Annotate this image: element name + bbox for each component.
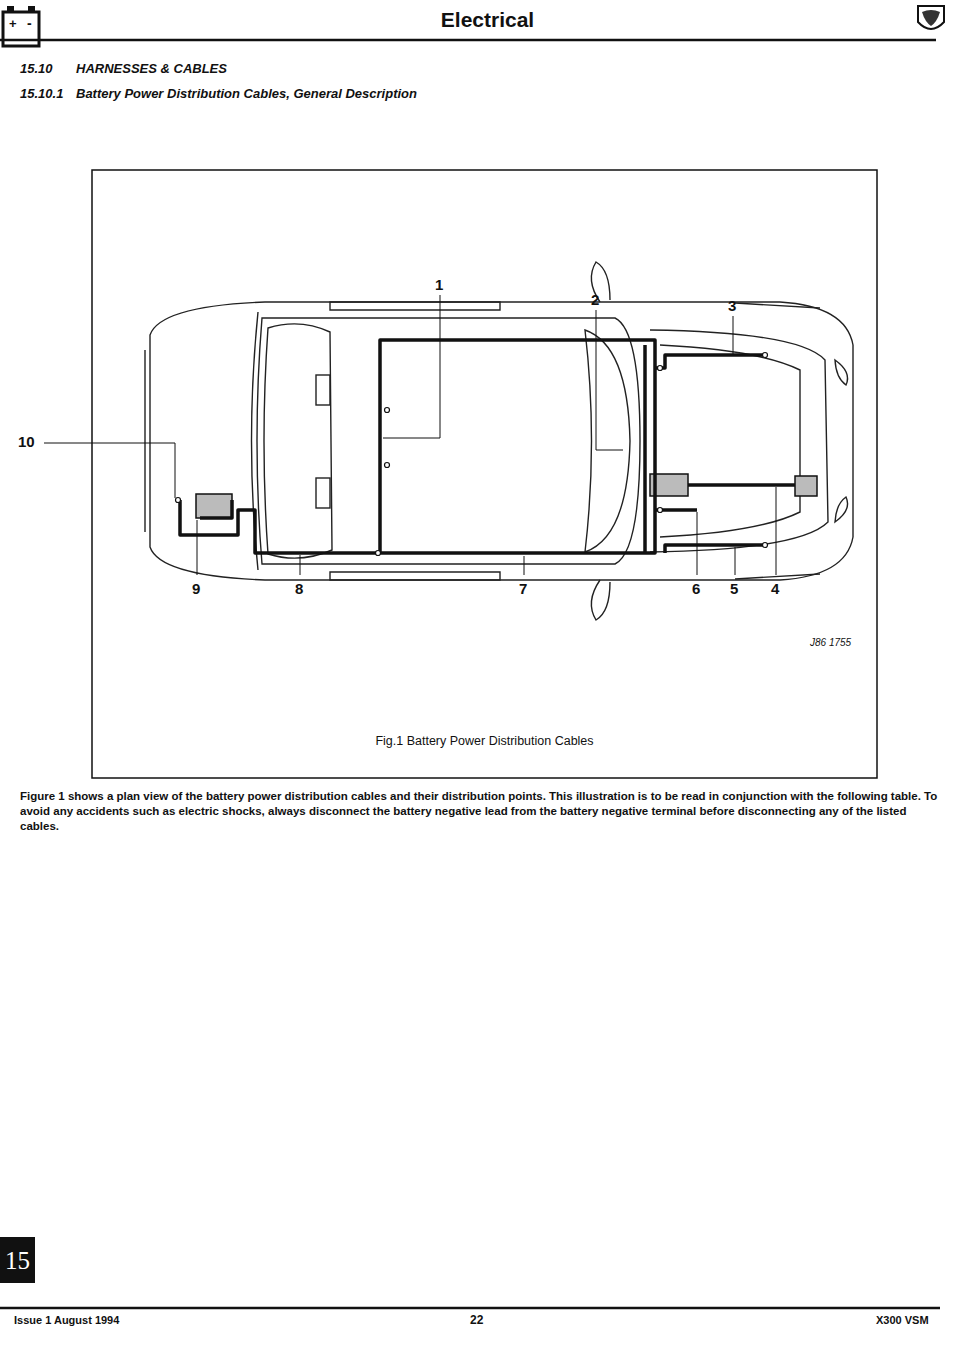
callout-number: 5 — [730, 580, 738, 597]
header-rule — [0, 39, 936, 42]
drawing-number: J86 1755 — [810, 637, 851, 649]
section-number: 15.10.1 — [20, 87, 63, 102]
body-paragraph: Figure 1 shows a plan view of the batter… — [20, 789, 938, 834]
figure-caption: Fig.1 Battery Power Distribution Cables — [92, 734, 877, 748]
connection-points — [176, 353, 768, 556]
battery-terminal — [7, 6, 14, 12]
section-number: 15.10 — [20, 62, 53, 77]
battery-terminal — [28, 6, 35, 12]
section-heading: Battery Power Distribution Cables, Gener… — [76, 87, 417, 102]
car-plan-view — [145, 262, 853, 620]
power-cables — [180, 340, 795, 553]
manual-code: X300 VSM — [876, 1314, 929, 1327]
callout-number: 1 — [435, 276, 443, 293]
callout-number: 9 — [192, 580, 200, 597]
callout-number: 2 — [591, 291, 599, 308]
footer-rule — [0, 1307, 940, 1310]
chapter-number: 15 — [5, 1248, 30, 1273]
battery — [196, 494, 232, 518]
chapter-tab: 15 — [0, 1237, 35, 1283]
jaguar-logo — [922, 10, 940, 26]
callout-number: 7 — [519, 580, 527, 597]
callout-number: 8 — [295, 580, 303, 597]
leader-lines — [44, 295, 776, 575]
page-number: 22 — [470, 1314, 483, 1328]
jaguar-logo — [918, 6, 944, 29]
callout-number: 10 — [18, 433, 35, 450]
callout-number: 3 — [728, 297, 736, 314]
footer-issue: Issue 1 August 1994 — [14, 1314, 119, 1327]
callout-number: 6 — [692, 580, 700, 597]
page-title: Electrical — [380, 8, 595, 32]
battery-sign: - — [27, 15, 32, 31]
callout-number: 4 — [771, 580, 779, 597]
battery-sign: + — [9, 17, 17, 32]
figure-frame — [92, 170, 877, 778]
section-heading: HARNESSES & CABLES — [76, 62, 227, 77]
jump-terminal — [795, 476, 817, 496]
